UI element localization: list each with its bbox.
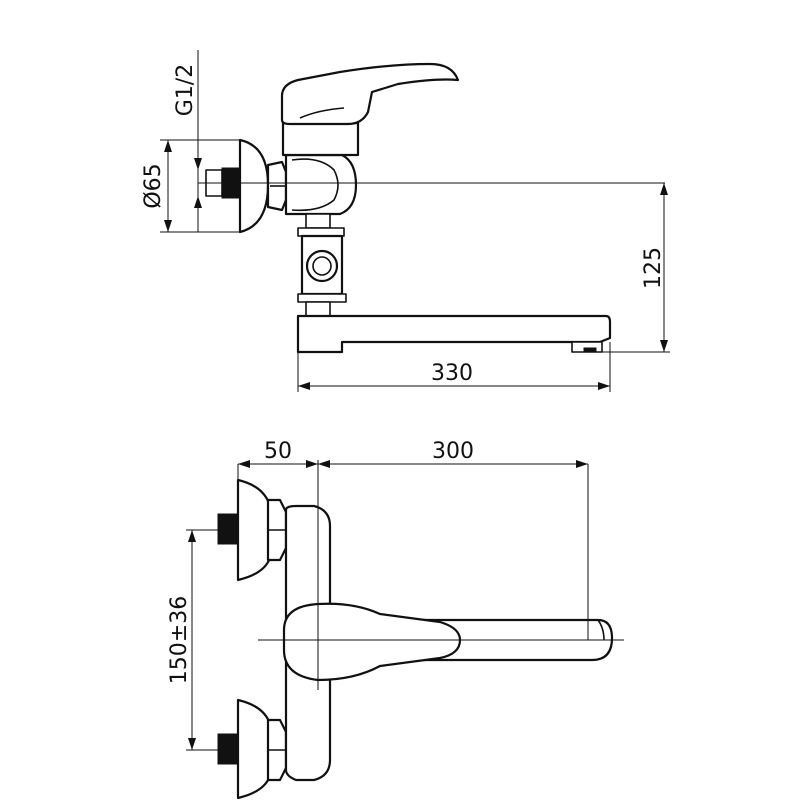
side-escutcheon (238, 138, 270, 234)
top-escutcheon-upper (236, 478, 272, 582)
top-view: 50 300 150±36 (167, 439, 624, 800)
label-spacing: 150±36 (167, 596, 192, 684)
label-offset-top: 50 (264, 439, 292, 464)
label-reach-top: 300 (432, 439, 474, 464)
label-height: 125 (641, 247, 666, 289)
top-thread-lower (217, 733, 239, 765)
side-view: Ø65 G1/2 125 330 (141, 50, 670, 392)
side-lever-handle (280, 62, 460, 126)
label-reach-side: 330 (431, 361, 473, 386)
top-lever-handle (282, 602, 462, 682)
label-thread: G1/2 (173, 64, 198, 116)
label-diameter: Ø65 (141, 163, 166, 208)
top-escutcheon-lower (236, 698, 272, 800)
side-collar (281, 121, 360, 157)
side-spout (296, 314, 612, 354)
top-thread-upper (217, 513, 239, 545)
side-clip-upper (305, 213, 331, 229)
